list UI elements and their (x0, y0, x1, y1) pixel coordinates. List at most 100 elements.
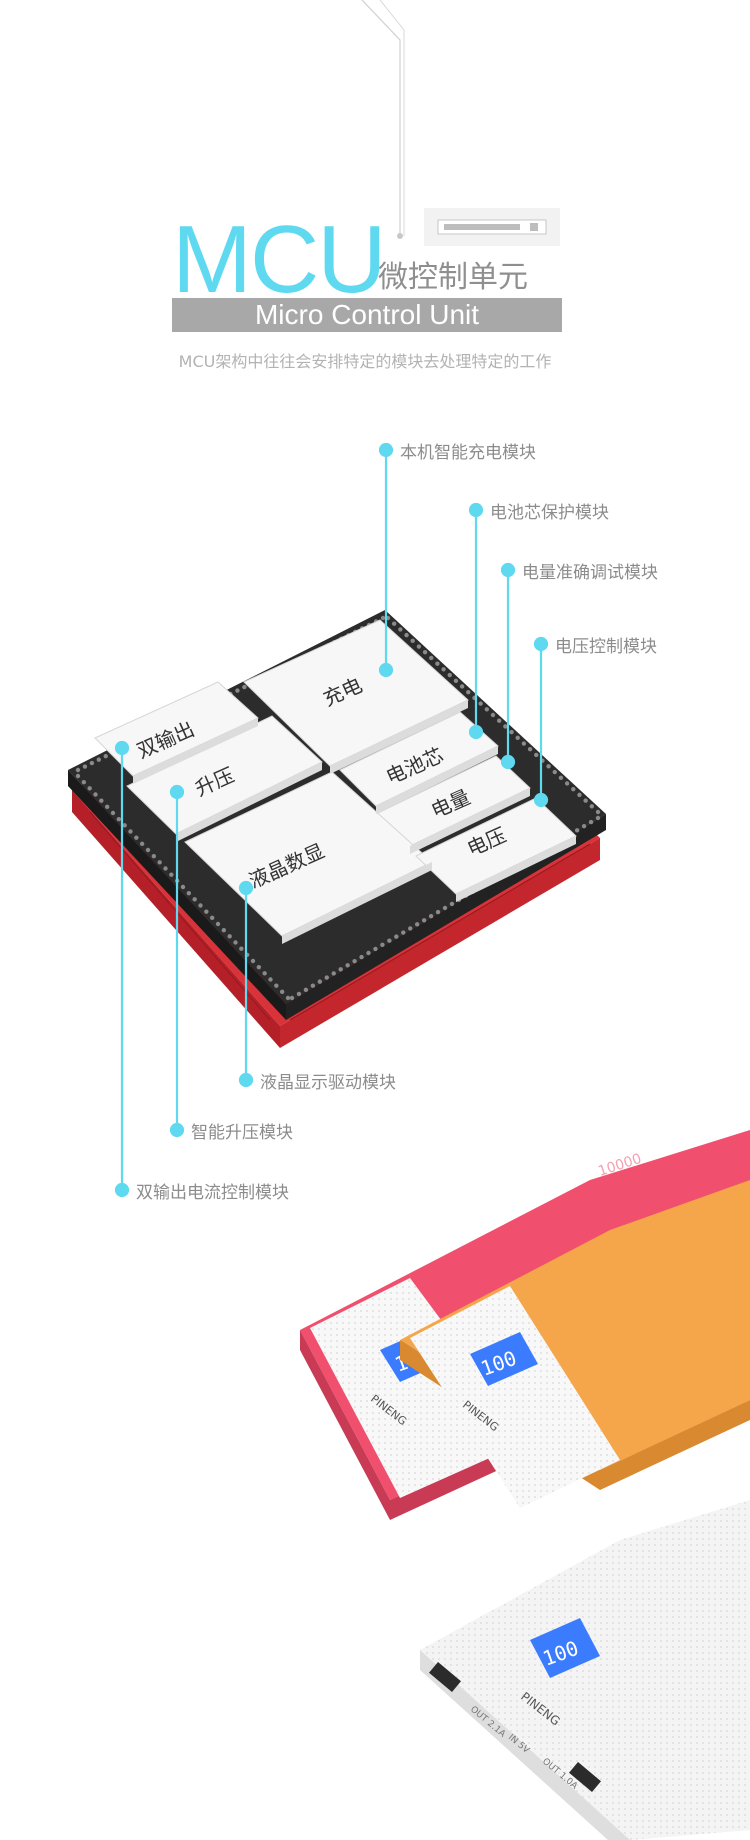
mcu-chip-illustration (68, 610, 606, 1048)
chip-pin (239, 946, 244, 951)
chip-pin (134, 835, 139, 840)
chip-pin (398, 627, 403, 632)
chip-pin (503, 724, 508, 729)
mcu-chinese-title: 微控制单元 (378, 260, 528, 295)
chip-pin (478, 701, 483, 706)
chip-pin (233, 940, 238, 945)
chip-pin (435, 661, 440, 666)
chip-pin (99, 798, 104, 803)
power-bank-products: 100 PINENG 10000 100 PINENG 100 PINENG O… (300, 1130, 750, 1840)
chip-pin (303, 987, 309, 993)
chip-pin (380, 942, 385, 948)
callout-capacity: 电量准确调试模块 (522, 563, 658, 583)
chip-pin (186, 890, 192, 896)
chip-pin (595, 815, 601, 821)
chip-pin (435, 909, 441, 915)
chip-pin (408, 926, 413, 931)
chip-pin (296, 991, 302, 997)
chip-pin (574, 828, 580, 833)
chip-pin (82, 764, 88, 769)
chip-pin (552, 769, 557, 775)
chip-pin (192, 897, 197, 902)
chip-pin (163, 866, 168, 871)
chip-pin (338, 967, 343, 972)
chip-pin (404, 632, 409, 638)
chip-pin (558, 775, 564, 780)
chip-pin (262, 971, 267, 976)
chip-pin (521, 741, 527, 746)
chip-pin (227, 934, 232, 939)
chip-pin (583, 798, 588, 803)
title-bar (172, 298, 562, 332)
chip-pin (198, 903, 203, 908)
chip-pin (122, 823, 127, 828)
chip-pin (387, 938, 392, 943)
chip-pin (139, 841, 145, 847)
callout-boost: 智能升压模块 (191, 1123, 293, 1143)
chip-pin (595, 809, 601, 815)
chip-pin (75, 767, 81, 773)
chip-pin (104, 804, 110, 810)
mcu-title: MCU (172, 206, 387, 313)
chip-pin (588, 819, 594, 825)
chip-pin (449, 901, 455, 907)
chip-pin (490, 712, 496, 718)
chip-pin (416, 644, 422, 649)
chip-pin (441, 667, 446, 672)
chip-pin (221, 927, 227, 933)
chip-pin (509, 729, 514, 735)
chip-pin (242, 684, 247, 690)
chip-pin (484, 707, 490, 712)
callout-lcd: 液晶显示驱动模块 (260, 1073, 396, 1093)
chip-pin (366, 950, 371, 956)
chip-pin (204, 909, 209, 914)
chip-pin (394, 934, 399, 939)
chip-pin (447, 672, 452, 678)
chip-pin (459, 684, 465, 689)
callout-cell: 电池芯保护模块 (490, 503, 609, 523)
chip-pin (515, 735, 520, 741)
chip-pin (89, 760, 95, 766)
chip-pin (391, 621, 397, 626)
chip-pin (401, 930, 406, 935)
chip-pin (279, 989, 285, 995)
chip-pin (145, 847, 151, 853)
chip-pin (215, 921, 221, 927)
chip-pin (534, 752, 539, 758)
chip-pin (442, 905, 448, 911)
mcu-description: MCU架构中往往会安排特定的模块去处理特定的工作 (178, 352, 552, 371)
chip-pin (87, 786, 92, 791)
chip-pin (546, 764, 551, 769)
chip-pin (81, 779, 87, 785)
chip-pin (421, 918, 427, 923)
callout-lines (114, 442, 549, 1198)
chip-pin (116, 816, 122, 822)
orange-power-bank: 100 PINENG (400, 1180, 750, 1508)
chip-pin (157, 860, 162, 865)
chip-pin (571, 786, 576, 792)
chip-pin (380, 615, 386, 621)
callout-charge: 本机智能充电模块 (400, 443, 536, 463)
chip-pin (453, 678, 459, 683)
chip-pin (93, 792, 98, 797)
chip-pin (169, 872, 174, 877)
chip-pin (180, 884, 186, 890)
chip-pin (496, 718, 502, 723)
chip-pin (345, 963, 350, 968)
chip-pin (577, 792, 582, 798)
callout-voltage: 电压控制模块 (555, 637, 657, 657)
chip-pin (209, 915, 215, 921)
chip-pin (466, 689, 471, 695)
chip-pin (331, 971, 336, 976)
chip-pin (285, 995, 291, 1001)
chip-pin (324, 975, 329, 980)
chip-pin (422, 650, 428, 655)
chip-pin (274, 983, 279, 988)
chip-pin (75, 773, 81, 779)
chip-pin (289, 995, 295, 1001)
chip-pin (581, 823, 587, 829)
mcu-english-title: Micro Control Unit (254, 299, 480, 330)
chip-pin (352, 958, 357, 964)
header-decoration (361, 0, 405, 239)
chip-pin (428, 913, 434, 919)
